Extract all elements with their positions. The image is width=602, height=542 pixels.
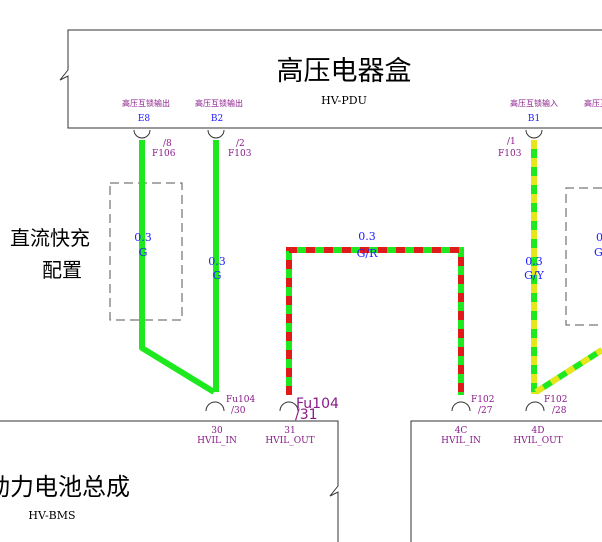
pdu-connector-hook [207,129,225,139]
bms-pin-name: HVIL_IN [197,436,237,446]
right-module-box [410,420,602,542]
wire-color-label: G [139,246,148,259]
fuse-label: F102 [544,395,567,405]
pdu-box [59,29,602,129]
wire-gy-diagonal-stripe [534,347,602,395]
fuse-number: /31 [295,407,318,423]
pdu-title: 高压电器盒 [277,56,412,87]
pdu-pin-number: B2 [211,114,223,124]
module-pin-name: HVIL_OUT [513,436,562,446]
fuse-number: /28 [552,406,567,416]
module-connector-hook [451,401,471,412]
fuse-number: /27 [478,406,493,416]
pdu-pin-label: 高压互锁输出 [122,98,170,108]
wire-gr-base [286,247,464,395]
wire-size-label: 0.3 [134,231,152,244]
wire-e8-green [139,140,216,395]
pdu-connector-hook [525,129,543,139]
module-pin-name: HVIL_IN [441,436,481,446]
fuse-number: /2 [236,139,245,149]
pdu-pin-label: 高压互锁输入 [510,98,558,108]
fuse-number: /1 [507,137,516,147]
fuse-label: F103 [498,149,522,159]
pdu-pin-label: 高压互锁输出 [195,98,243,108]
dc-fast-charge-label: 直流快充 [10,226,90,250]
pdu-subtitle: HV-PDU [321,94,367,107]
fuse-number: /30 [231,406,246,416]
bms-box [0,420,339,542]
pdu-pin-number: B1 [528,114,540,124]
wire-size-label: 0 [596,231,602,244]
dc-fast-charge-option-box [109,182,183,321]
pdu-connector-hook [133,129,151,139]
fuse-label: F103 [228,149,252,159]
fuse-label: F102 [471,395,494,405]
bms-title: 动力电池总成 [0,473,130,501]
fuse-label: Fu104 [296,396,339,412]
bms-connector-hook [205,401,225,412]
module-pin-number: 4C [455,426,468,436]
fuse-label: F106 [152,149,176,159]
module-connector-hook [525,401,545,412]
bms-pin-number: 30 [211,426,223,436]
bms-pin-number: 31 [284,426,295,436]
bms-pin-name: HVIL_OUT [265,436,314,446]
wire-size-label: 0.3 [208,255,226,268]
wire-size-label: 0.3 [358,230,376,243]
dc-fast-charge-label: 配置 [42,258,82,282]
pdu-pin-label: 高压互 [584,98,602,108]
pdu-pin-number: E8 [138,114,151,124]
module-pin-number: 4D [532,426,545,436]
option-box-right [565,187,602,326]
wire-color-label: G/R [357,247,378,260]
fuse-number: /8 [163,139,172,149]
wire-color-label: G [213,269,222,282]
wire-gr-stripe [286,247,464,395]
bms-connector-hook [279,401,299,412]
wire-size-label: 0.3 [525,255,543,268]
fuse-label: Fu104 [226,395,255,405]
bms-subtitle: HV-BMS [28,509,75,522]
wire-color-label: G/Y [524,269,544,282]
wire-color-label: G [594,246,602,259]
